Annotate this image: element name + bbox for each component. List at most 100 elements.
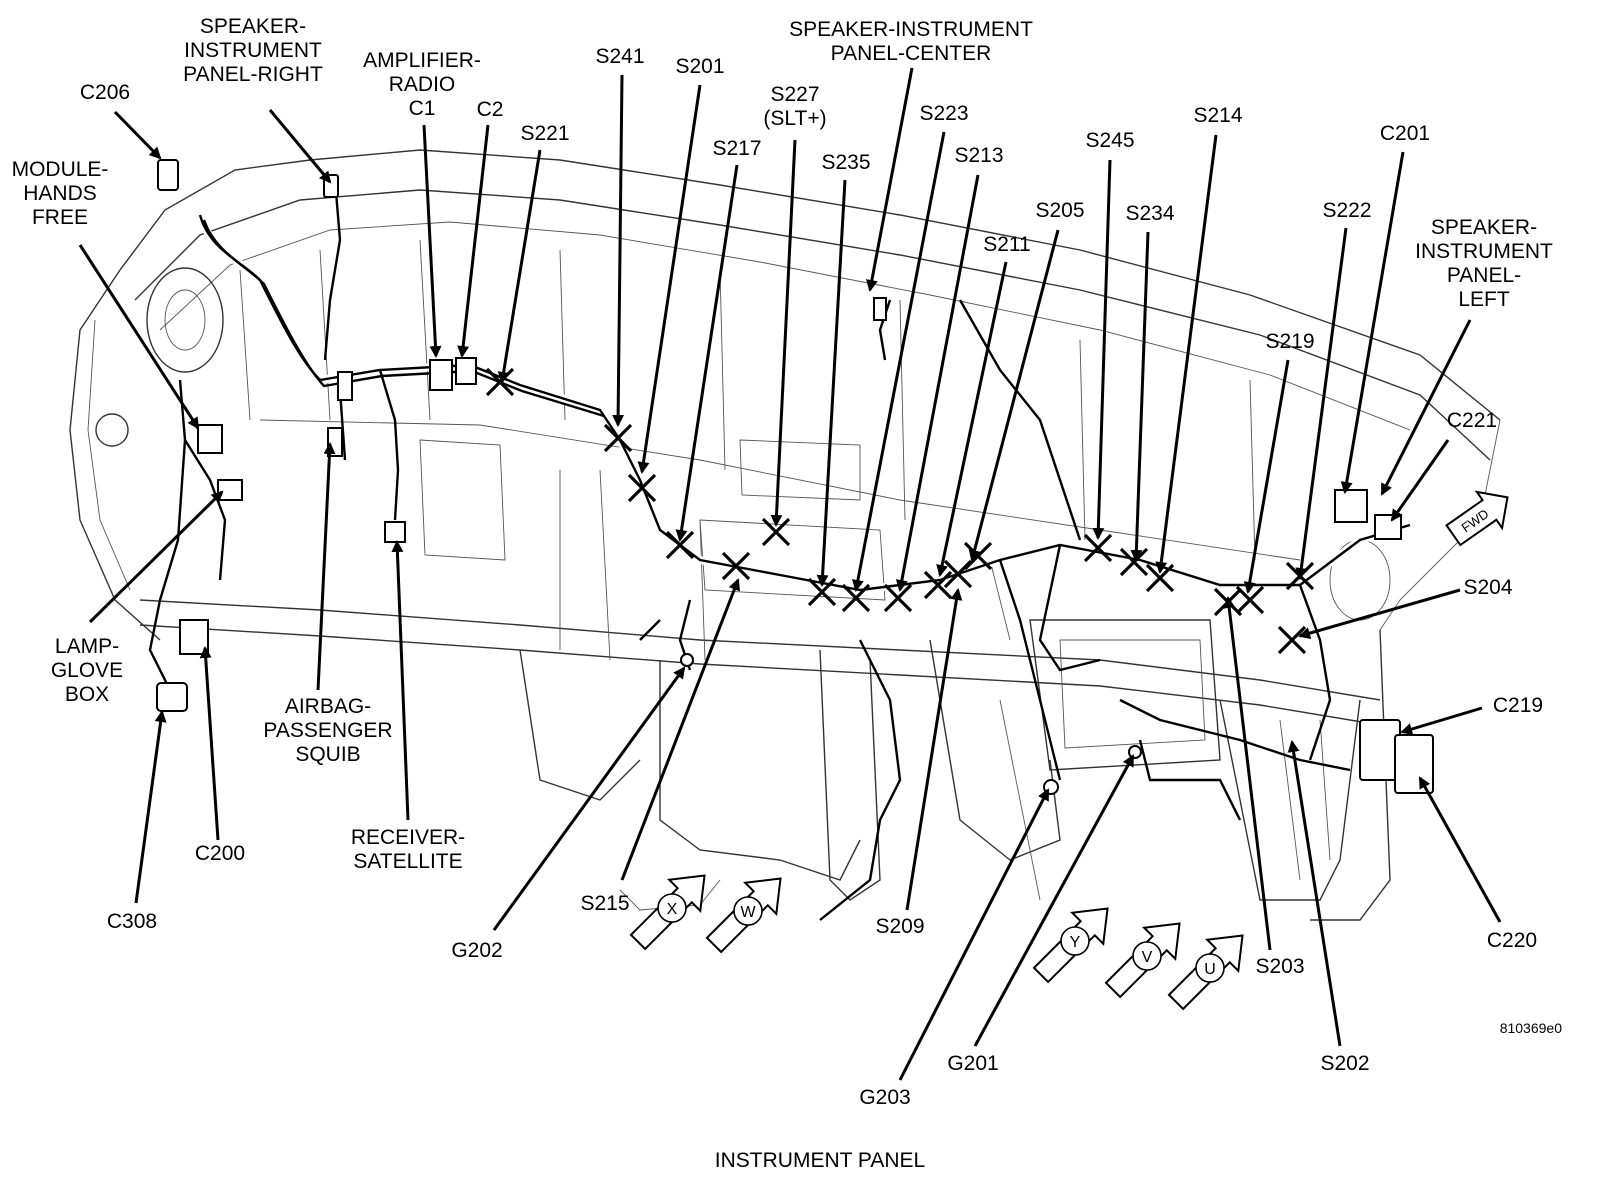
label-line: LEFT [1458,288,1510,311]
label-line: S211 [983,233,1031,256]
label-s204: S204 [1463,576,1512,599]
callout-leaders [78,67,1502,1081]
label-line: SQUIB [295,743,360,766]
label-line: RADIO [389,73,456,96]
splice-x-mark [1235,585,1265,615]
label-line: S221 [520,122,569,145]
instrument-panel-frame [69,149,1501,921]
leader-c308 [134,710,167,904]
label-line: INSTRUMENT [184,39,322,62]
label-line: MODULE- [12,158,109,181]
label-c201: C201 [1380,122,1430,145]
label-line: BOX [65,683,109,706]
label-s235: S235 [821,151,870,174]
splice-x-mark [761,517,791,547]
splice-markers [485,367,1315,655]
leader-receiver-satellite [391,540,410,821]
label-line: S215 [580,892,629,915]
label-s245: S245 [1085,129,1134,152]
label-s217: S217 [712,137,761,160]
view-marker-x: X [629,874,706,951]
leader-s222 [1295,227,1348,580]
leader-s234 [1130,231,1150,562]
label-c2: C2 [477,98,504,121]
label-line: S222 [1322,199,1371,222]
label-c220: C220 [1487,929,1537,952]
label-s202: S202 [1320,1052,1369,1075]
splice-x-mark [721,551,751,581]
view-marker-circle [657,893,687,923]
leader-module-hands-free [78,244,200,430]
leader-s221 [497,149,542,384]
leader-c219 [1400,706,1483,735]
label-line: C201 [1380,122,1430,145]
splice-x-mark [1145,563,1175,593]
label-line: SATELLITE [353,850,462,873]
receiver-satellite-module [384,521,406,543]
leader-s214 [1155,134,1218,574]
label-line: S204 [1463,576,1512,599]
leader-amplifier-radio [422,124,442,358]
view-marker-circle [1132,941,1162,971]
leader-s219 [1243,359,1290,594]
view-marker-circle [733,896,763,926]
splice-x-mark [1119,547,1149,577]
leader-s211 [936,261,1008,577]
label-s203: S203 [1255,955,1304,978]
splice-x-mark [807,577,837,607]
label-s241: S241 [595,45,644,68]
label-line: PANEL- [1447,264,1521,287]
label-line: C221 [1447,409,1497,432]
label-line: G202 [451,939,502,962]
label-s211: S211 [983,233,1031,256]
view-marker-w: W [705,877,782,954]
lamp-glove-box-connector [217,479,243,501]
view-marker-letter: V [1142,949,1153,966]
label-line: S217 [712,137,761,160]
leader-s235 [816,179,847,587]
view-marker-letter: U [1204,961,1216,978]
leader-s204 [1298,588,1461,640]
label-line: C219 [1493,694,1543,717]
label-line: INSTRUMENT [1415,240,1553,263]
label-s221: S221 [520,122,569,145]
airbag-squib-connector-2 [337,371,353,401]
splice-x-mark [665,530,695,560]
label-line: S201 [675,55,724,78]
view-marker-y: Y [1032,907,1109,984]
label-s214: S214 [1193,104,1242,127]
label-s219: S219 [1265,330,1314,353]
leader-g202 [492,666,686,931]
leader-s245 [1092,159,1112,540]
label-line: C2 [477,98,504,121]
leader-s201 [637,84,702,474]
label-line: C220 [1487,929,1537,952]
ground-g201 [1128,745,1142,759]
label-line: SPEAKER-INSTRUMENT [789,18,1033,41]
label-line: C308 [107,910,157,933]
leader-s215 [620,578,740,881]
label-line: HANDS [23,182,97,205]
label-line: S209 [875,915,924,938]
label-line: PANEL-RIGHT [183,63,323,86]
label-line: AMPLIFIER- [363,49,481,72]
label-s201: S201 [675,55,724,78]
leader-g201 [973,754,1135,1047]
leader-s217 [675,164,739,542]
leader-g203 [898,788,1050,1081]
splice-x-mark [1277,625,1307,655]
label-line: S245 [1085,129,1134,152]
leader-s203 [1223,596,1272,951]
leader-speaker-ip-left [1380,319,1472,496]
label-line: S234 [1125,202,1174,225]
view-marker-u: U [1167,934,1244,1011]
label-line: S227 [770,83,819,106]
leader-speaker-ip-center [865,67,914,292]
label-line: S235 [821,151,870,174]
label-s234: S234 [1125,202,1174,225]
leader-lamp-glove-box [88,490,224,624]
speaker-ip-center-connector [873,297,887,321]
